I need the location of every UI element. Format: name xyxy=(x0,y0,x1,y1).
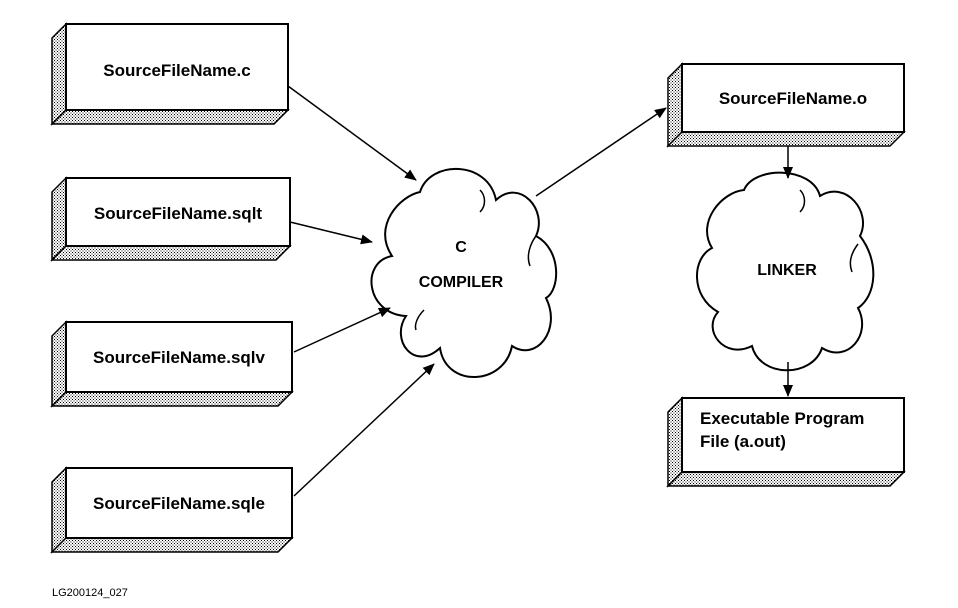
input-file-label: SourceFileName.sqlv xyxy=(93,348,266,367)
object-file-label: SourceFileName.o xyxy=(719,89,867,108)
compiler-label-line1: C xyxy=(455,239,467,256)
input-file-label: SourceFileName.sqle xyxy=(93,494,265,513)
input-file-box-sqlt: SourceFileName.sqlt xyxy=(50,176,292,262)
arrow-c-to-compiler xyxy=(287,85,417,181)
compiler-cloud: C COMPILER xyxy=(370,168,558,378)
input-file-box-c: SourceFileName.c xyxy=(50,22,290,126)
arrow-sqlv-to-compiler xyxy=(293,307,391,353)
arrow-sqlt-to-compiler xyxy=(289,221,373,245)
compiler-label-line2: COMPILER xyxy=(419,274,504,291)
executable-label-line1: Executable Program xyxy=(700,409,864,428)
executable-label-line2: File (a.out) xyxy=(700,432,786,451)
input-file-label: SourceFileName.sqlt xyxy=(94,204,263,223)
figure-id: LG200124_027 xyxy=(52,587,128,599)
arrow-sqle-to-compiler xyxy=(293,363,435,497)
arrow-compiler-to-object xyxy=(535,107,667,197)
input-file-box-sqlv: SourceFileName.sqlv xyxy=(50,320,294,408)
input-file-label: SourceFileName.c xyxy=(103,61,250,80)
input-file-box-sqle: SourceFileName.sqle xyxy=(50,466,294,554)
linker-label: LINKER xyxy=(757,262,817,279)
linker-cloud: LINKER xyxy=(696,171,875,372)
object-file-box: SourceFileName.o xyxy=(666,62,906,148)
executable-file-box: Executable Program File (a.out) xyxy=(666,396,906,488)
